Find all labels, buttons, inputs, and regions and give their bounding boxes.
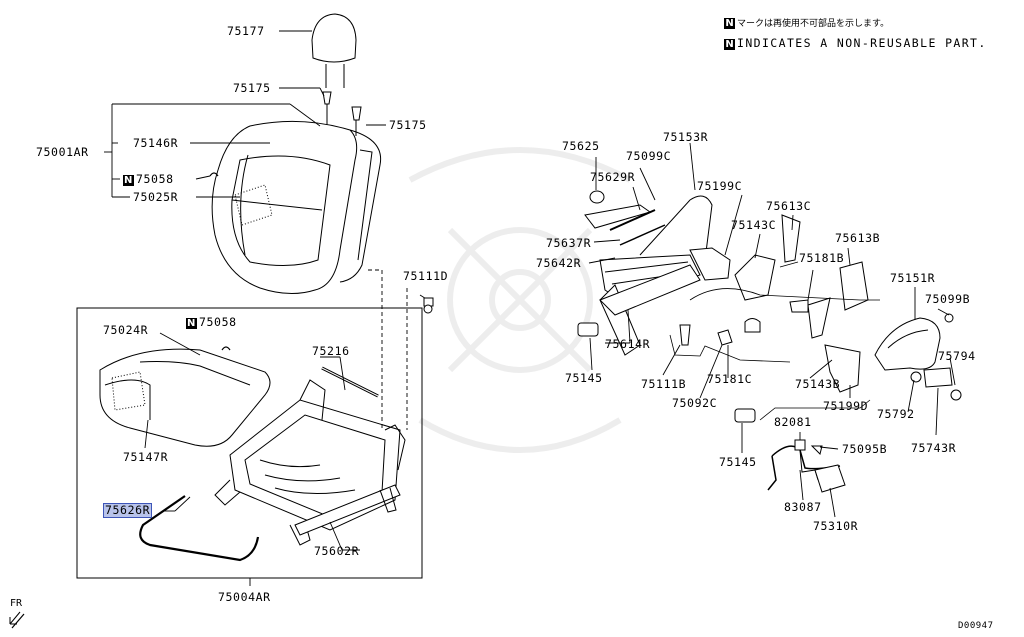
leader-lines-right bbox=[588, 142, 956, 518]
wire-harness-drawing bbox=[767, 439, 846, 493]
front-arrow-icon bbox=[9, 611, 25, 629]
part-label-75001AR[interactable]: 75001AR bbox=[36, 145, 89, 159]
recliner-cover-drawing bbox=[599, 195, 731, 356]
part-label-75216[interactable]: 75216 bbox=[312, 344, 350, 358]
part-label-75145[interactable]: 75145 bbox=[565, 371, 603, 385]
part-label-75792[interactable]: 75792 bbox=[877, 407, 915, 421]
part-label-75613C[interactable]: 75613C bbox=[766, 199, 812, 213]
seat-assembly-box bbox=[76, 307, 423, 579]
part-label-75642R[interactable]: 75642R bbox=[536, 256, 582, 270]
part-label-75004AR[interactable]: 75004AR bbox=[218, 590, 271, 604]
part-label-75626R[interactable]: 75626R bbox=[103, 503, 153, 518]
adjuster-bracket-drawing bbox=[734, 214, 869, 393]
front-direction-label: FR bbox=[10, 598, 23, 609]
part-label-75146R[interactable]: 75146R bbox=[133, 136, 179, 150]
assembly-dashed-lines bbox=[368, 269, 408, 430]
diagram-code: D00947 bbox=[958, 621, 994, 631]
part-label-75310R[interactable]: 75310R bbox=[813, 519, 859, 533]
part-label-75099B[interactable]: 75099B bbox=[925, 292, 971, 306]
part-label-82081[interactable]: 82081 bbox=[774, 415, 812, 429]
part-label-75111B[interactable]: 75111B bbox=[641, 377, 687, 391]
part-label-75153R[interactable]: 75153R bbox=[663, 130, 709, 144]
non-reusable-symbol-icon: N bbox=[724, 18, 735, 29]
part-label-75092C[interactable]: 75092C bbox=[672, 396, 718, 410]
part-label-75794[interactable]: 75794 bbox=[938, 349, 976, 363]
part-label-75602R[interactable]: 75602R bbox=[314, 544, 360, 558]
part-label-75613B[interactable]: 75613B bbox=[835, 231, 881, 245]
non-reusable-symbol-icon: N bbox=[724, 39, 735, 50]
part-label-75143B[interactable]: 75143B bbox=[795, 377, 841, 391]
headrest-drawing bbox=[311, 13, 357, 88]
part-label-75199C[interactable]: 75199C bbox=[697, 179, 743, 193]
part-label-75175[interactable]: 75175 bbox=[389, 118, 427, 132]
headrest-guides bbox=[322, 91, 362, 136]
leader-lines-left bbox=[104, 30, 429, 586]
base-outline-dashed bbox=[669, 288, 880, 421]
part-label-83087[interactable]: 83087 bbox=[784, 500, 822, 514]
part-label-75095B[interactable]: 75095B bbox=[842, 442, 888, 456]
part-label-75625[interactable]: 75625 bbox=[562, 139, 600, 153]
bolt-75111D bbox=[423, 297, 434, 314]
part-label-75147R[interactable]: 75147R bbox=[123, 450, 169, 464]
part-label-75099C[interactable]: 75099C bbox=[626, 149, 672, 163]
non-reusable-symbol-icon: N bbox=[123, 175, 134, 186]
part-label-75199D[interactable]: 75199D bbox=[823, 399, 869, 413]
part-label-75614R[interactable]: 75614R bbox=[605, 337, 651, 351]
seat-back-drawing bbox=[211, 120, 382, 294]
seat-cushion-drawing bbox=[99, 348, 271, 447]
part-label-75177[interactable]: 75177 bbox=[227, 24, 265, 38]
part-label-75743R[interactable]: 75743R bbox=[911, 441, 957, 455]
legend-jp-text: マークは再使用不可部品を示します。 bbox=[737, 19, 890, 29]
part-label-75143C[interactable]: 75143C bbox=[731, 218, 777, 232]
wire-75626R bbox=[139, 495, 260, 562]
part-label-75025R[interactable]: 75025R bbox=[133, 190, 179, 204]
part-label-75181C[interactable]: 75181C bbox=[707, 372, 753, 386]
seat-frame-drawing bbox=[214, 379, 406, 546]
part-label-75637R[interactable]: 75637R bbox=[546, 236, 592, 250]
watermark-emblem bbox=[408, 147, 632, 453]
part-label-75024R[interactable]: 75024R bbox=[103, 323, 149, 337]
part-label-75175[interactable]: 75175 bbox=[233, 81, 271, 95]
part-label-75181B[interactable]: 75181B bbox=[799, 251, 845, 265]
part-label-75629R[interactable]: 75629R bbox=[590, 170, 636, 184]
part-label-75145[interactable]: 75145 bbox=[719, 455, 757, 469]
non-reusable-symbol-icon: N bbox=[186, 318, 197, 329]
legend-en-text: INDICATES A NON-REUSABLE PART. bbox=[737, 36, 987, 50]
part-label-75151R[interactable]: 75151R bbox=[890, 271, 936, 285]
small-parts-right bbox=[679, 313, 962, 401]
shield-75151R bbox=[874, 317, 941, 371]
small-parts-left bbox=[577, 190, 756, 423]
part-label-75111D[interactable]: 75111D bbox=[403, 269, 449, 283]
